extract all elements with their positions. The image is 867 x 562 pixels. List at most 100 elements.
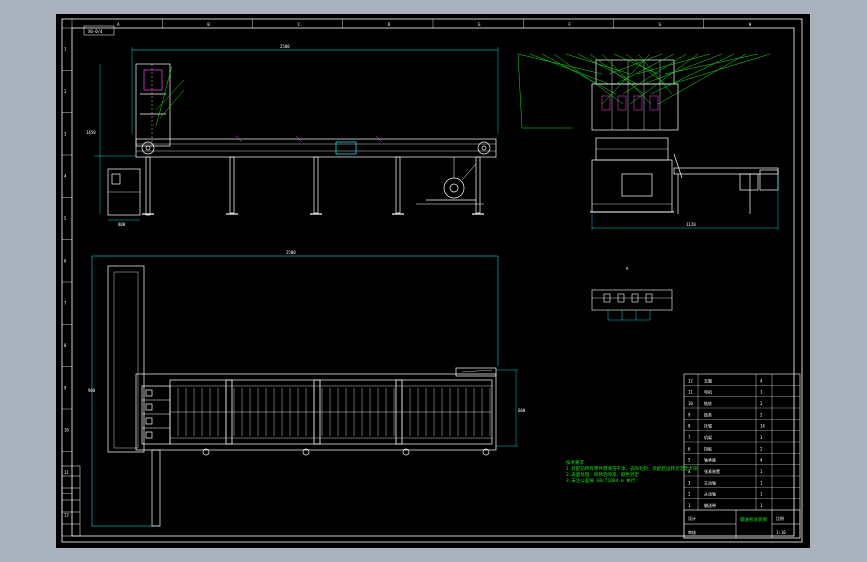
title-block[interactable]	[683, 509, 801, 539]
parts-cell: 3	[688, 480, 691, 485]
parts-cell: 1	[760, 492, 763, 497]
leader-line	[541, 53, 617, 95]
plan-view-width-dim: 600	[518, 408, 526, 413]
parts-cell: 6	[688, 446, 691, 451]
parts-cell: 1	[688, 503, 691, 508]
border-mark-left: 8	[64, 343, 67, 348]
plan-view-belt-slats	[177, 388, 491, 436]
end-view-width-dim: 1120	[686, 222, 696, 227]
parts-cell: 张紧装置	[704, 468, 720, 474]
border-mark-top: B	[207, 22, 210, 27]
border-mark-top: E	[478, 22, 481, 27]
parts-cell: 轴承座	[704, 457, 716, 463]
border-mark-top: G	[659, 22, 662, 27]
parts-cell: 电机	[704, 389, 712, 395]
side-elevation-view[interactable]	[94, 47, 499, 221]
parts-cell: 机架	[704, 434, 712, 440]
leader-line	[664, 53, 759, 75]
note-2: 2.表面处理：除锈后喷漆，颜色另定	[566, 471, 639, 478]
leader-line	[608, 53, 663, 75]
parts-cell: 2	[760, 401, 763, 406]
side-view-length-dim: 2500	[280, 44, 290, 49]
leader-line	[553, 53, 624, 105]
parts-cell: 11	[688, 390, 693, 395]
detail-view-a[interactable]	[591, 289, 673, 321]
parts-cell: 7	[688, 435, 691, 440]
parts-cell: 2	[688, 492, 691, 497]
leader-line	[577, 53, 638, 85]
plan-view[interactable]	[91, 255, 518, 527]
note-1: 1.装配前所有零件需清洗干净，去除毛刺；装配后运转灵活无卡滞	[566, 465, 698, 472]
border-mark-left: 7	[64, 301, 67, 306]
side-view-height-dim: 1450	[86, 130, 96, 135]
parts-cell: 1	[760, 469, 763, 474]
title-scale-value: 1:10	[776, 530, 786, 535]
side-view-leaders	[155, 65, 185, 127]
note-3: 3.未注公差按 GB/T1804-m 执行	[566, 477, 636, 484]
title-checker-label: 审核	[688, 529, 696, 535]
technical-notes: 技术要求 1.装配前所有零件需清洗干净，去除毛刺；装配后运转灵活无卡滞 2.表面…	[566, 459, 698, 484]
border-mark-left: 1	[64, 47, 67, 52]
border-mark-left: 11	[64, 470, 69, 475]
border-mark-left: 12	[64, 512, 69, 517]
title-designer-label: 设计	[688, 515, 696, 521]
notes-heading: 技术要求	[566, 459, 584, 466]
revision-block	[61, 465, 81, 537]
sheet-tag: X0-0/4	[88, 29, 103, 34]
end-view-leader-bracket	[517, 53, 572, 129]
leader-line	[622, 53, 687, 95]
parts-cell: 4	[688, 469, 691, 474]
border-mark-left: 2	[64, 89, 67, 94]
parts-cell: 5	[688, 458, 691, 463]
border-mark-left: 4	[64, 174, 67, 179]
parts-cell: 8	[688, 424, 691, 429]
parts-cell: 4	[760, 458, 763, 463]
parts-cell: 从动轴	[704, 491, 716, 497]
drawing-title: 输送机总装图	[740, 516, 767, 523]
border-mark-left: 3	[64, 131, 67, 136]
border-mark-left: 5	[64, 216, 67, 221]
sheet-frame	[61, 18, 803, 543]
border-mark-top: A	[117, 22, 120, 27]
end-elevation-view[interactable]	[590, 59, 779, 230]
leader-line	[636, 53, 711, 75]
side-view-width-dim: 800	[118, 222, 126, 227]
parts-cell: 1	[760, 480, 763, 485]
parts-cell: 2	[760, 446, 763, 451]
parts-cell: 托辊	[704, 423, 712, 429]
parts-cell: 链轮	[704, 400, 712, 406]
parts-cell: 12	[688, 378, 693, 383]
plan-view-length-dim: 2500	[286, 250, 296, 255]
parts-cell: 1	[760, 390, 763, 395]
leader-line	[615, 53, 675, 85]
end-view-leader-fan	[517, 53, 771, 105]
border-mark-top: D	[388, 22, 391, 27]
parts-cell: 链条	[704, 411, 712, 417]
parts-cell: 主动轴	[704, 479, 716, 485]
sheet-tag-box: X0-0/4	[83, 25, 115, 36]
leader-line	[629, 53, 699, 105]
title-scale-label: 比例	[776, 515, 784, 521]
parts-cell: 1	[760, 435, 763, 440]
border-mark-top: F	[568, 22, 571, 27]
border-mark-left: 10	[64, 428, 69, 433]
detail-view-label: A	[626, 266, 629, 271]
border-mark-top: C	[298, 22, 301, 27]
parts-cell: 输送带	[704, 502, 716, 508]
leader-line	[643, 53, 723, 85]
parts-cell: 1	[760, 503, 763, 508]
leader-line	[657, 53, 747, 105]
parts-cell: 4	[760, 378, 763, 383]
leader-line	[601, 53, 652, 105]
plan-view-side-dim: 900	[88, 388, 96, 393]
parts-cell: 10	[688, 401, 693, 406]
parts-cell: 9	[688, 412, 691, 417]
border-mark-left: 6	[64, 258, 67, 263]
parts-cell: 支腿	[704, 377, 712, 383]
